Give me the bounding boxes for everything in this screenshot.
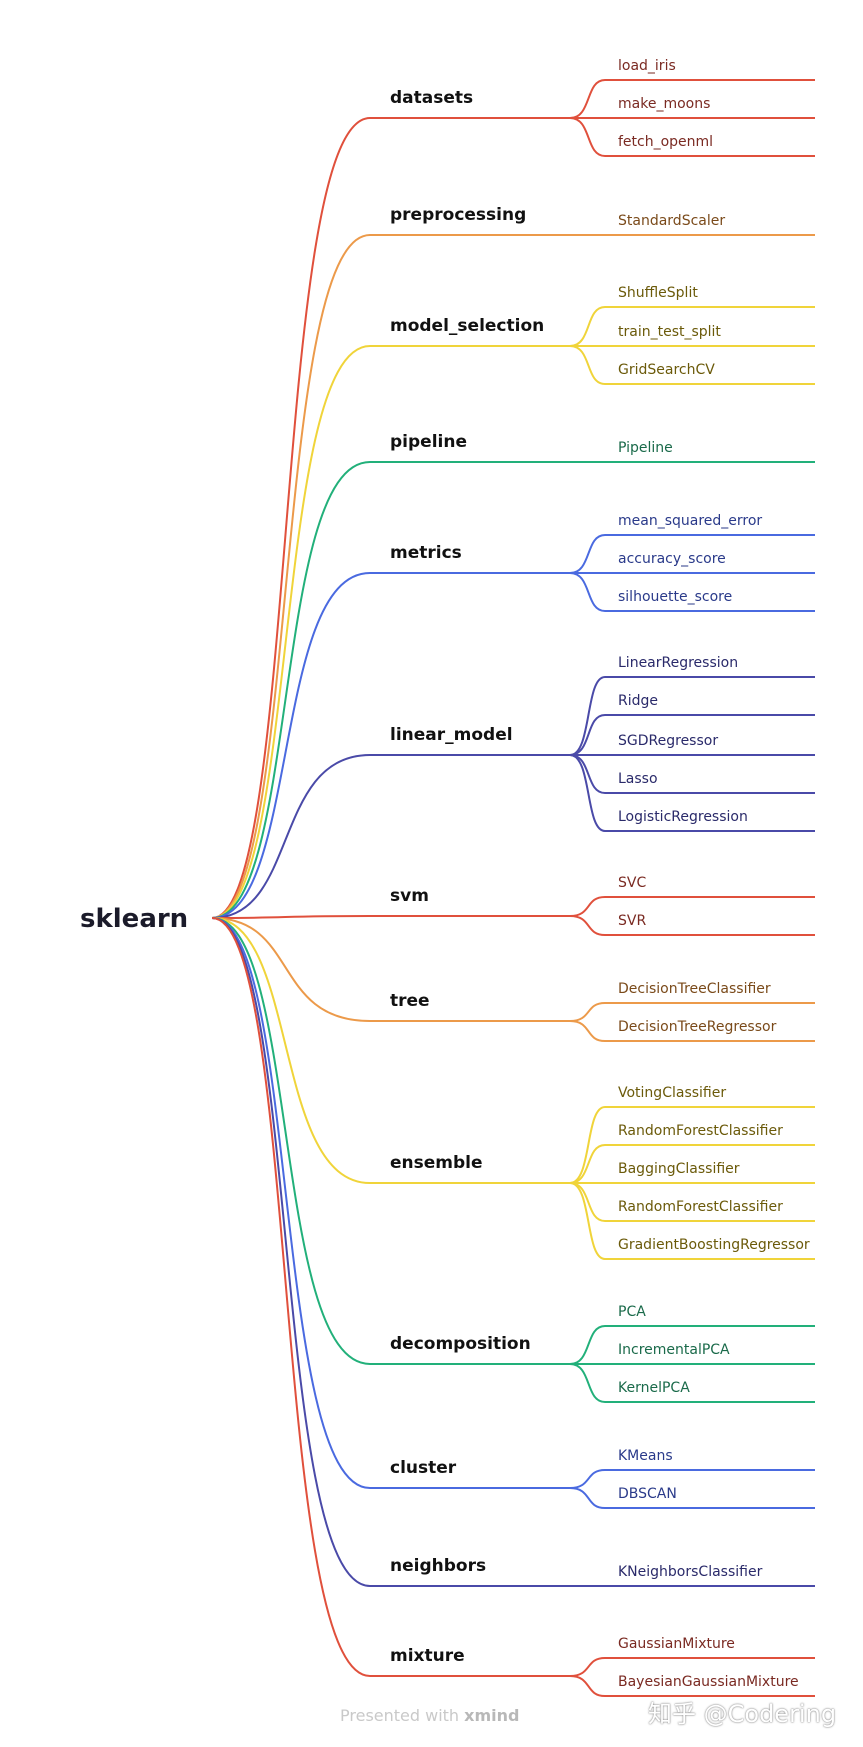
leaf-connector: [569, 1469, 606, 1489]
node-labels: sklearn datasets load_iris make_moons fetch_…: [80, 58, 810, 1690]
presented-with-text: Presented with: [340, 1706, 460, 1725]
leaf-connector: [569, 534, 606, 574]
branch-label-mixture: mixture: [390, 1646, 465, 1666]
leaf-label: LinearRegression: [618, 655, 738, 671]
leaf-connector: [569, 915, 606, 936]
leaf-connector: [569, 1675, 606, 1697]
leaf-connector: [569, 1182, 606, 1260]
branch-label-metrics: metrics: [390, 543, 462, 563]
root-connector-preprocessing: [211, 234, 371, 919]
branch-label-cluster: cluster: [390, 1458, 457, 1478]
connector-lines: [211, 79, 815, 1697]
root-connector-mixture: [211, 917, 371, 1677]
leaf-label: KernelPCA: [618, 1380, 690, 1396]
leaf-connector: [569, 1325, 606, 1365]
leaf-connector: [569, 572, 606, 612]
leaf-label: Lasso: [618, 771, 658, 787]
leaf-connector: [569, 714, 606, 756]
xmind-brand: xmind: [464, 1706, 520, 1725]
leaf-label: mean_squared_error: [618, 513, 762, 529]
leaf-connector: [569, 1106, 606, 1184]
leaf-connector: [569, 117, 606, 157]
branch-label-svm: svm: [390, 886, 429, 906]
leaf-label: BaggingClassifier: [618, 1161, 740, 1177]
root-connector-tree: [211, 917, 371, 1022]
root-connector-neighbors: [211, 917, 371, 1587]
branch-label-linear_model: linear_model: [390, 725, 513, 745]
leaf-label: SVR: [618, 913, 646, 929]
root-node-sklearn: sklearn: [80, 904, 188, 934]
leaf-connector: [569, 1487, 606, 1509]
leaf-connector: [569, 79, 606, 119]
leaf-label: Ridge: [618, 693, 658, 709]
leaf-label: make_moons: [618, 96, 710, 112]
branch-label-model_selection: model_selection: [390, 316, 544, 336]
leaf-connector: [569, 676, 606, 756]
leaf-label: KNeighborsClassifier: [618, 1564, 763, 1580]
leaf-label: GridSearchCV: [618, 362, 715, 378]
leaf-connector: [569, 1144, 606, 1184]
leaf-label: ShuffleSplit: [618, 285, 698, 301]
leaf-connector: [569, 306, 606, 347]
root-connector-ensemble: [211, 917, 371, 1184]
root-connector-decomposition: [211, 917, 371, 1365]
leaf-label: BayesianGaussianMixture: [618, 1674, 799, 1690]
root-connector-model_selection: [211, 345, 371, 919]
root-connector-metrics: [211, 572, 371, 919]
leaf-label: DBSCAN: [618, 1486, 677, 1502]
leaf-label: StandardScaler: [618, 213, 725, 229]
leaf-label: GaussianMixture: [618, 1636, 735, 1652]
leaf-connector: [569, 1002, 606, 1022]
branch-label-neighbors: neighbors: [390, 1556, 486, 1576]
leaf-label: RandomForestClassifier: [618, 1199, 783, 1215]
leaf-label: KMeans: [618, 1448, 673, 1464]
branch-label-preprocessing: preprocessing: [390, 205, 526, 225]
leaf-label: load_iris: [618, 58, 676, 74]
root-connector-pipeline: [211, 461, 371, 919]
leaf-label: IncrementalPCA: [618, 1342, 730, 1358]
leaf-label: Pipeline: [618, 440, 673, 456]
leaf-label: RandomForestClassifier: [618, 1123, 783, 1139]
leaf-label: train_test_split: [618, 324, 721, 340]
leaf-label: LogisticRegression: [618, 809, 748, 825]
leaf-label: DecisionTreeClassifier: [618, 981, 771, 997]
branch-label-ensemble: ensemble: [390, 1153, 483, 1173]
leaf-label: SGDRegressor: [618, 733, 718, 749]
branch-label-tree: tree: [390, 991, 430, 1011]
branch-label-pipeline: pipeline: [390, 432, 467, 452]
presented-with-credit: Presented with xmind: [340, 1706, 519, 1725]
root-connector-svm: [211, 915, 371, 919]
leaf-connector: [569, 896, 606, 917]
leaf-connector: [569, 1657, 606, 1677]
leaf-label: DecisionTreeRegressor: [618, 1019, 777, 1035]
leaf-label: SVC: [618, 875, 646, 891]
branch-label-decomposition: decomposition: [390, 1334, 531, 1354]
root-connector-datasets: [211, 117, 371, 919]
leaf-label: accuracy_score: [618, 551, 726, 567]
leaf-connector: [569, 754, 606, 832]
root-connector-linear_model: [211, 754, 371, 919]
leaf-label: PCA: [618, 1304, 646, 1320]
watermark: 知乎 @Codering: [648, 1700, 837, 1728]
leaf-label: silhouette_score: [618, 589, 732, 605]
branch-label-datasets: datasets: [390, 88, 473, 108]
root-connector-cluster: [211, 917, 371, 1489]
leaf-label: fetch_openml: [618, 134, 713, 150]
leaf-connector: [569, 1363, 606, 1403]
leaf-label: VotingClassifier: [618, 1085, 726, 1101]
leaf-connector: [569, 345, 606, 385]
leaf-connector: [569, 1020, 606, 1042]
leaf-label: GradientBoostingRegressor: [618, 1237, 810, 1253]
